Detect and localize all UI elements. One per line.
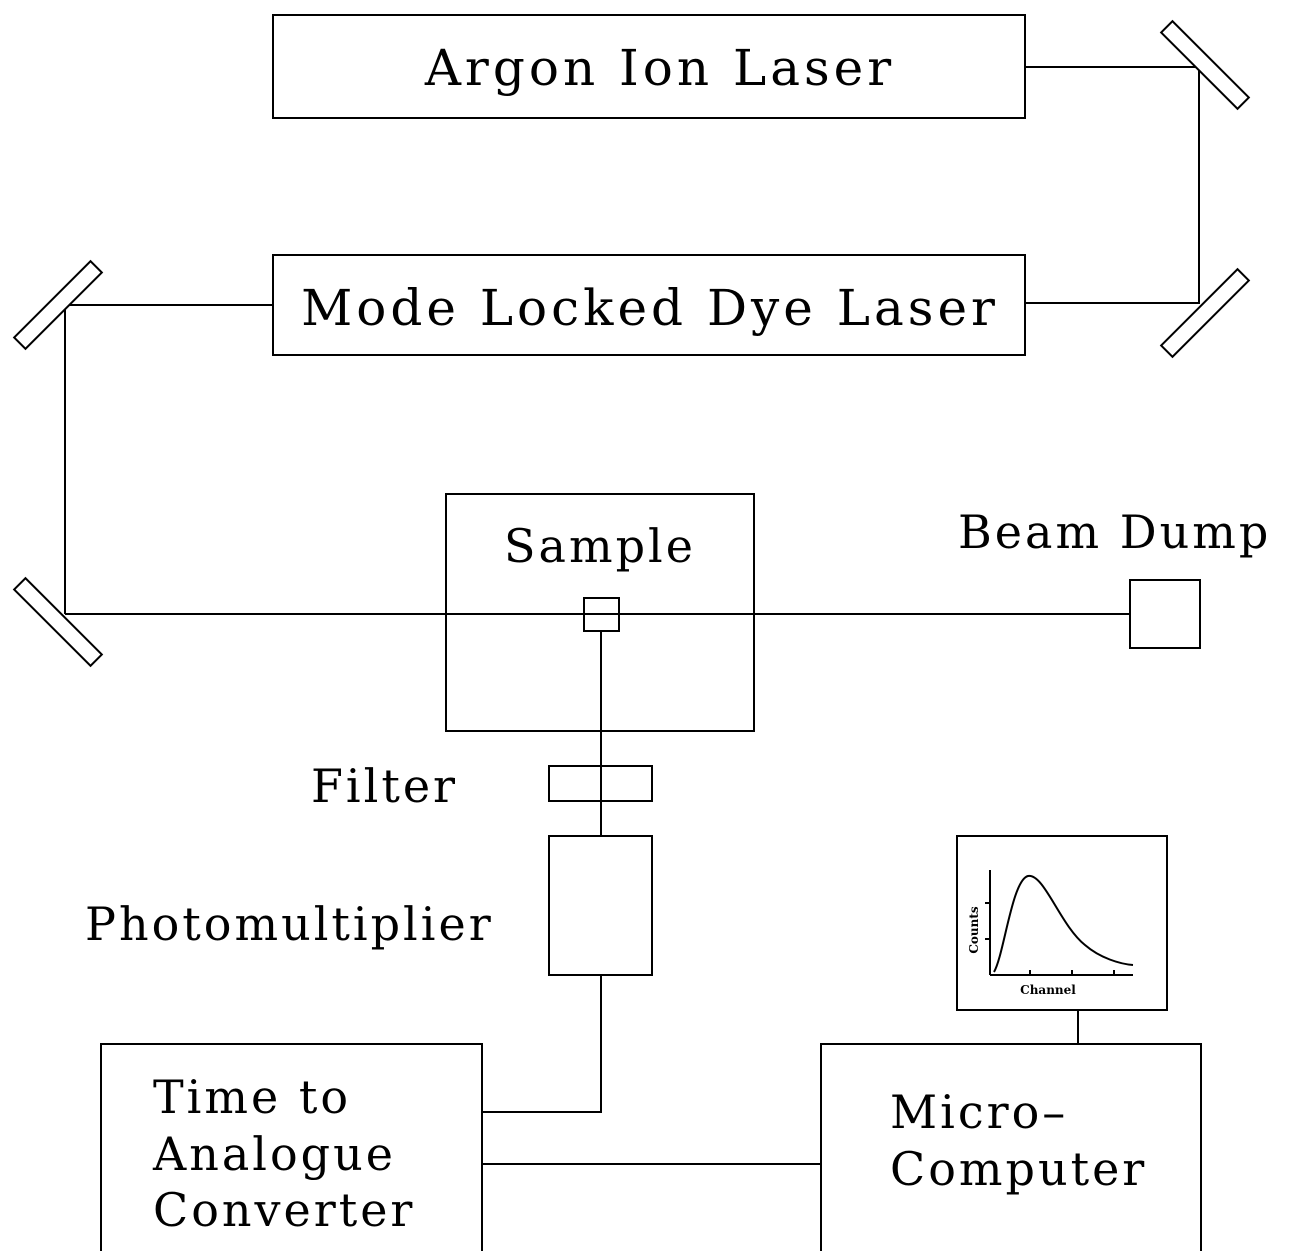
tac-label-line2: Analogue [152,1127,396,1181]
monitor-inset-plot: Counts Channel [956,835,1168,1011]
line-pmt-to-tac [482,975,602,1113]
inset-decay-curve [993,874,1134,973]
mirror-top-right [1159,19,1251,111]
inset-ylabel: Counts [967,906,981,954]
tac-box [100,1043,483,1251]
photomultiplier-label: Photomultiplier [85,897,494,951]
mirror-mid-left [12,259,104,351]
beam-dump-box [1129,579,1201,649]
filter-label: Filter [311,759,458,813]
argon-laser-box [272,14,1026,119]
beam-argon-to-mirror [1026,66,1200,304]
mirror-bottom-left [12,576,104,668]
photomultiplier-box [548,835,653,976]
computer-label-line2: Computer [890,1142,1147,1196]
beam-dump-label: Beam Dump [958,505,1271,559]
tac-label-line1: Time to [153,1070,351,1124]
microcomputer-box [820,1043,1202,1251]
dye-laser-label: Mode Locked Dye Laser [301,279,999,337]
sample-label: Sample [504,519,696,573]
monitor-frame [956,835,1168,1011]
inset-xlabel: Channel [1020,983,1076,997]
argon-laser-label: Argon Ion Laser [424,39,895,97]
computer-label-line1: Micro– [890,1085,1068,1139]
tac-label-line3: Converter [153,1183,415,1237]
dye-laser-box [272,254,1026,356]
mirror-mid-right [1159,267,1251,359]
mirrors [12,19,1251,668]
filter-box [548,765,653,802]
